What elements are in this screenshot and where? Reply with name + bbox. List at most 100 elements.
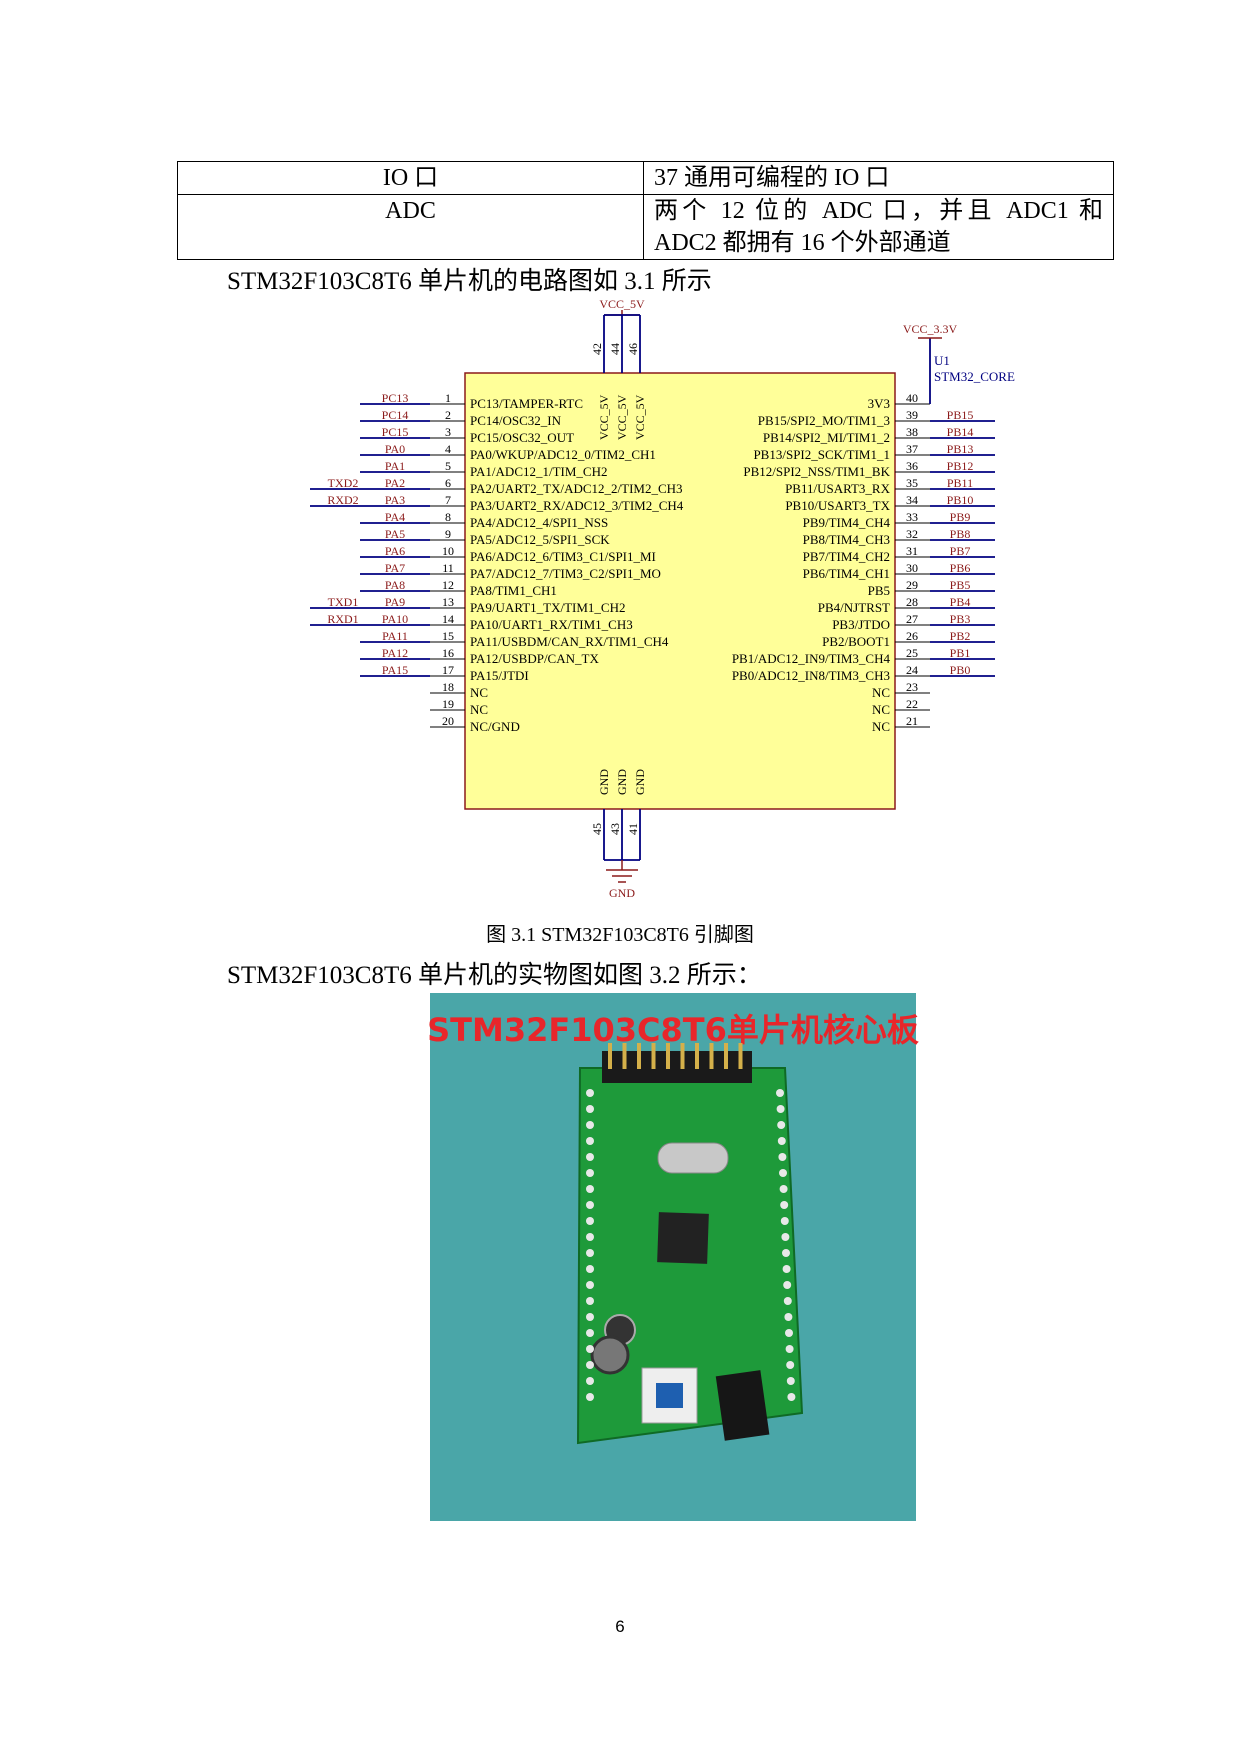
pin-number: 23 [906,680,918,694]
header-pins [602,1043,752,1083]
pin-name: PC13/TAMPER-RTC [470,396,583,411]
pin-hole [786,1361,795,1369]
pin-name: PA4/ADC12_4/SPI1_NSS [470,515,608,530]
figure-caption: 图 3.1 STM32F103C8T6 引脚图 [486,924,754,946]
net-label: PB3 [950,612,971,626]
pin-name: PB6/TIM4_CH1 [803,566,890,581]
pin-name: PA10/UART1_RX/TIM1_CH3 [470,617,633,632]
pin-number: 44 [608,343,622,355]
table-row: ADC 两个 12 位的 ADC 口，并且 ADC1 和 ADC2 都拥有 16… [177,194,1114,260]
pin-number: 46 [626,343,640,355]
pin-hole [586,1105,594,1113]
pin-number: 16 [442,646,454,660]
net-label: PB8 [950,527,971,541]
net-label: PB1 [950,646,971,660]
pin-number: 35 [906,476,918,490]
net-label: PB5 [950,578,971,592]
table-cell-desc: 两个 12 位的 ADC 口，并且 ADC1 和 ADC2 都拥有 16 个外部… [643,194,1114,260]
pin-name: PB1/ADC12_IN9/TIM3_CH4 [732,651,891,666]
net-label: PC14 [382,408,409,422]
net-label: PA9 [385,595,405,609]
net-label: PB9 [950,510,971,524]
pin-name: VCC_5V [615,394,629,440]
net-label: PB4 [950,595,971,609]
net-label: PA1 [385,459,405,473]
dc-jack [715,1370,770,1441]
pin-hole [586,1329,594,1337]
header-pin [637,1043,641,1069]
pin-number: 12 [442,578,454,592]
pin-name: PA0/WKUP/ADC12_0/TIM2_CH1 [470,447,656,462]
pin-hole [586,1153,594,1161]
pin-number: 37 [906,442,918,456]
power-label-3v3: VCC_3.3V [903,322,958,336]
pin-hole [586,1121,594,1129]
pin-number: 5 [445,459,451,473]
pin-name: PB13/SPI2_SCK/TIM1_1 [753,447,890,462]
net-label: PB0 [950,663,971,677]
pin-number: 30 [906,561,918,575]
ref-designator: U1 [934,353,950,368]
pin-hole [586,1393,594,1401]
pin-name: PA5/ADC12_5/SPI1_SCK [470,532,610,547]
pin-number: 17 [442,663,454,677]
photo-title: STM32F103C8T6单片机核心板 [427,1011,919,1049]
pin-hole [783,1281,792,1289]
net-label: PB12 [947,459,974,473]
pin-number: 43 [608,823,622,835]
pin-name: PC14/OSC32_IN [470,413,562,428]
pin-number: 31 [906,544,918,558]
pin-name: PB12/SPI2_NSS/TIM1_BK [743,464,890,479]
pin-name: PA11/USBDM/CAN_RX/TIM1_CH4 [470,634,669,649]
pin-number: 20 [442,714,454,728]
pin-hole [782,1265,791,1273]
net-label: RXD2 [327,493,358,507]
pin-number: 7 [445,493,451,507]
pin-name: VCC_5V [633,394,647,440]
pin-number: 24 [906,663,918,677]
pin-number: 8 [445,510,451,524]
pin-number: 9 [445,527,451,541]
pin-number: 38 [906,425,918,439]
pin-name: PA2/UART2_TX/ADC12_2/TIM2_CH3 [470,481,683,496]
pin-hole [586,1249,594,1257]
pin-name: VCC_5V [597,394,611,440]
net-label: PA10 [382,612,408,626]
pin-hole [586,1089,594,1097]
pin-hole [784,1313,793,1321]
net-label: PA5 [385,527,405,541]
pin-hole [786,1377,795,1385]
pin-number: 2 [445,408,451,422]
pin-name: NC [872,685,890,700]
net-label: PC13 [382,391,409,405]
header-pin [622,1043,627,1069]
mcu-chip [657,1212,709,1264]
pin-hole [586,1345,594,1353]
net-label: PB11 [947,476,973,490]
pin-hole [776,1105,785,1113]
pin-name: GND [597,769,611,795]
page-number: 6 [615,1617,625,1636]
pin-hole [586,1217,594,1225]
pin-number: 19 [442,697,454,711]
net-label: PA3 [385,493,405,507]
pin-number: 40 [906,391,918,405]
pin-name: GND [615,769,629,795]
pin-hole [783,1297,792,1305]
pin-name: PA7/ADC12_7/TIM3_C2/SPI1_MO [470,566,661,581]
net-label: PB6 [950,561,971,575]
pin-name: PB14/SPI2_MI/TIM1_2 [763,430,890,445]
header-pin [695,1043,699,1069]
pin-hole [779,1185,788,1193]
net-label: RXD1 [327,612,358,626]
header-pin [709,1043,714,1069]
table-cell-feature: IO 口 [177,161,644,195]
board-photo: STM32F103C8T6单片机核心板 [427,993,919,1521]
net-label: PB2 [950,629,971,643]
header-pin [738,1043,743,1069]
ground-label: GND [609,886,635,900]
pin-name: PB8/TIM4_CH3 [803,532,890,547]
power-label-5v: VCC_5V [599,297,645,311]
pin-number: 29 [906,578,918,592]
